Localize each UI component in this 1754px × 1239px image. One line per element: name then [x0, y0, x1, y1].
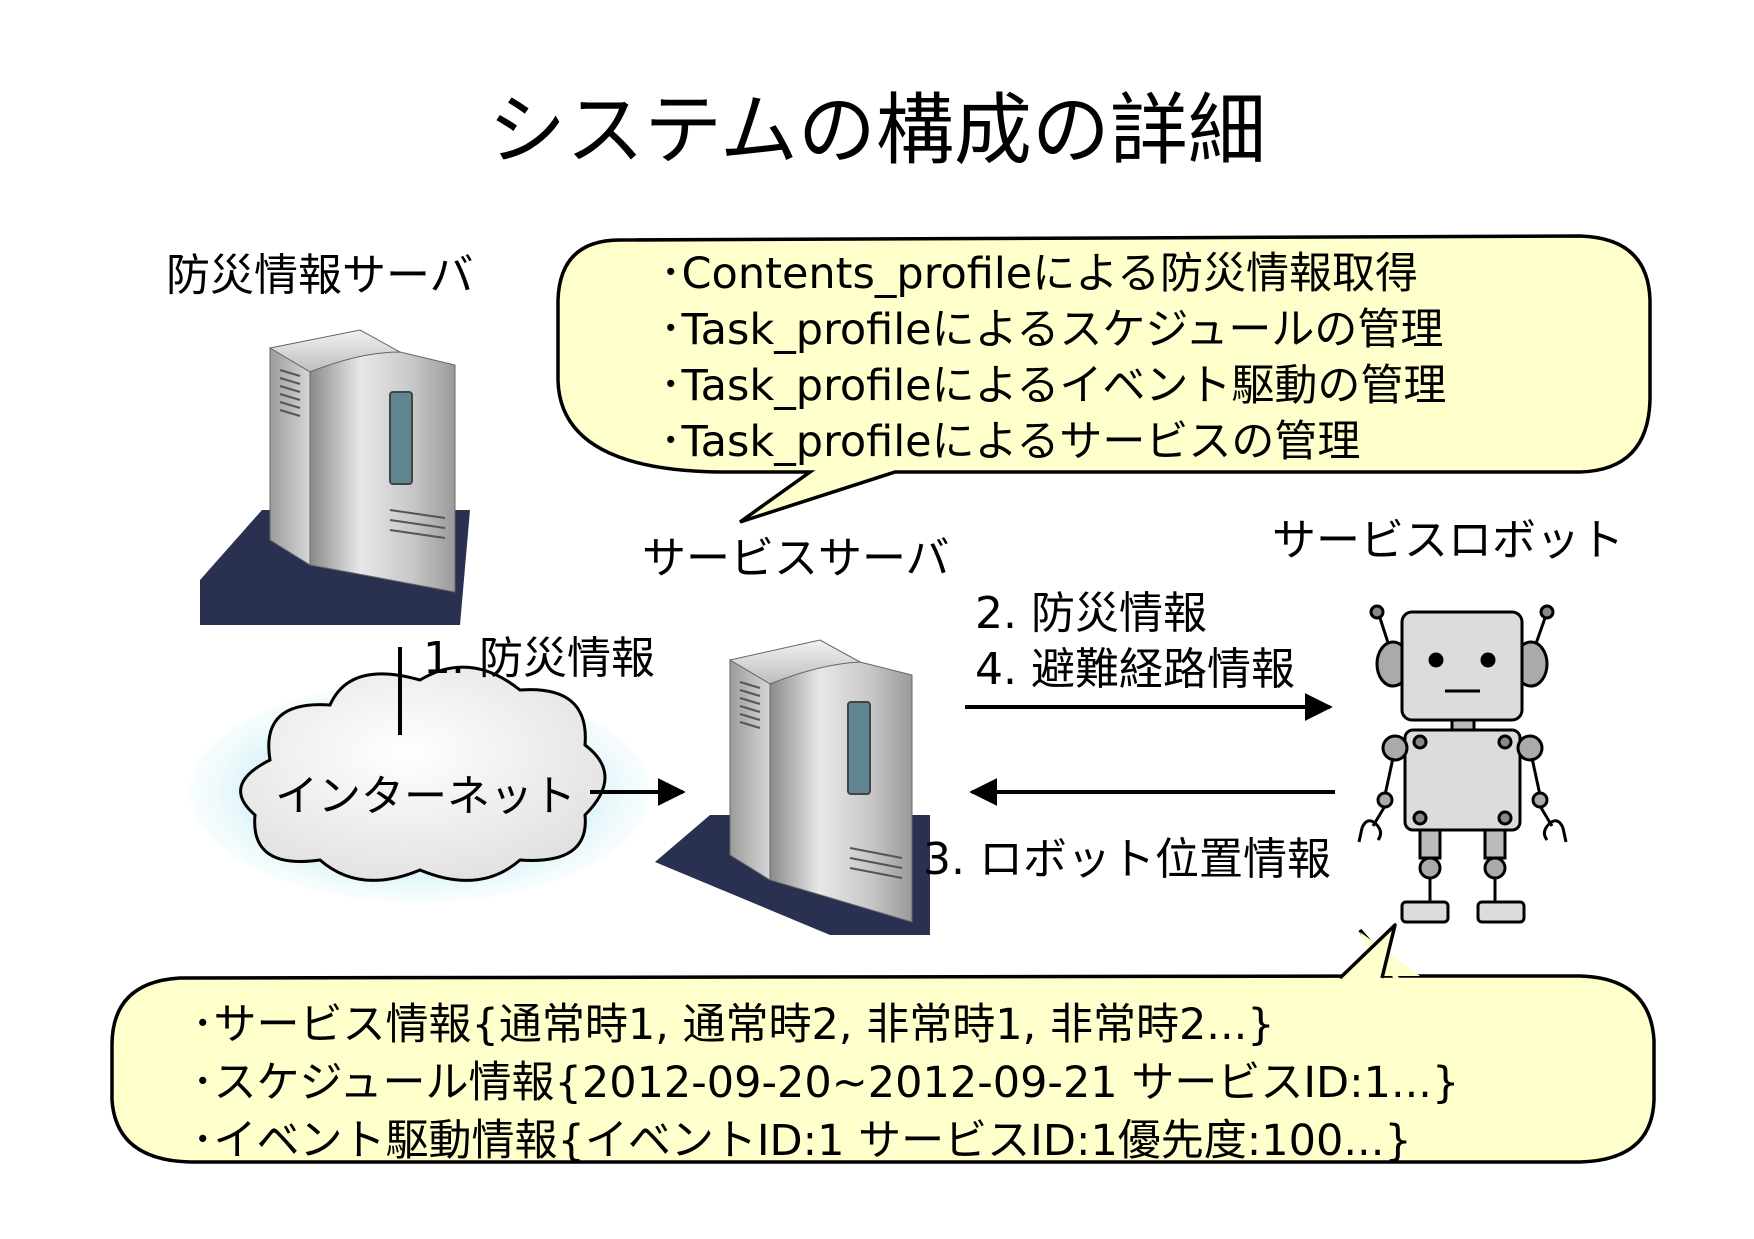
disaster-server-icon: [200, 329, 470, 625]
slide-title: システムの構成の詳細: [488, 86, 1266, 176]
step2-label: 2. 防災情報: [975, 588, 1207, 639]
step4-label: 4. 避難経路情報: [975, 644, 1295, 695]
bottom-bubble-line: ･スケジュール情報{2012-09-20~2012-09-21 サービスID:1…: [192, 1058, 1460, 1108]
top-bubble-line: ･Task_profileによるスケジュールの管理: [660, 305, 1444, 355]
bottom-bubble-text: ･サービス情報{通常時1, 通常時2, 非常時1, 非常時2...} ･スケジュ…: [192, 996, 1459, 1170]
step3-label: 3. ロボット位置情報: [923, 834, 1331, 885]
internet-cloud-icon: [190, 665, 650, 902]
step1-label: 1. 防災情報: [423, 633, 655, 684]
top-bubble-text: ･Contents_profileによる防災情報取得 ･Task_profile…: [660, 246, 1446, 470]
bottom-bubble-line: ･イベント駆動情報{イベントID:1 サービスID:1優先度:100...}: [192, 1116, 1412, 1166]
top-bubble-line: ･Task_profileによるイベント駆動の管理: [660, 361, 1447, 411]
service-robot-label: サービスロボット: [1272, 515, 1624, 566]
top-bubble-line: ･Contents_profileによる防災情報取得: [660, 249, 1418, 299]
top-bubble-line: ･Task_profileによるサービスの管理: [660, 417, 1361, 467]
service-server-label: サービスサーバ: [642, 533, 950, 584]
service-server-icon: [655, 639, 930, 935]
disaster-server-label: 防災情報サーバ: [166, 250, 474, 301]
bottom-bubble-tail-outline: [1338, 923, 1397, 980]
bottom-speech-bubble: [110, 928, 1656, 1164]
bottom-bubble-line: ･サービス情報{通常時1, 通常時2, 非常時1, 非常時2...}: [192, 1000, 1275, 1050]
service-robot-icon: [1357, 604, 1568, 924]
internet-label: インターネット: [275, 772, 576, 822]
top-speech-bubble: [556, 234, 1652, 524]
